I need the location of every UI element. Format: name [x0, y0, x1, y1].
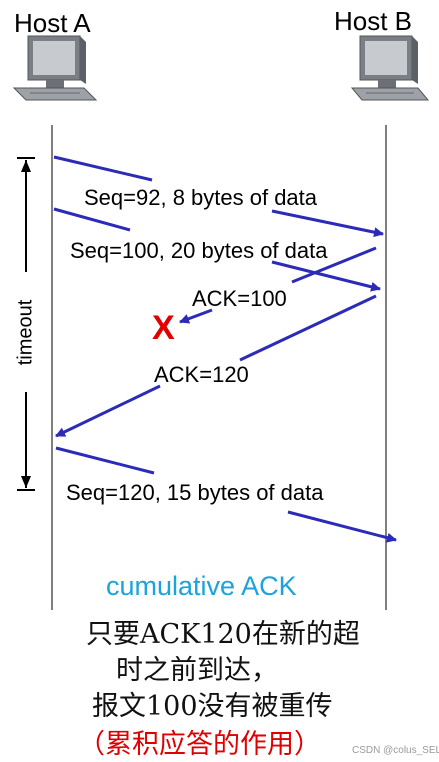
watermark: CSDN @colus_SEL: [352, 745, 439, 756]
host-a-computer-icon: [12, 35, 98, 101]
seq100-segment-arrow-end: [271, 260, 381, 292]
seq120-segment-arrow-start: [55, 446, 155, 475]
seq92-segment-arrow-start: [53, 155, 153, 182]
caption-line-2: 时之前到达，: [116, 655, 278, 686]
host-b-computer-icon: [350, 35, 430, 101]
seq120-label: Seq=120, 15 bytes of data: [66, 480, 324, 505]
caption-title: cumulative ACK: [106, 571, 297, 601]
seq100-label: Seq=100, 20 bytes of data: [70, 238, 328, 263]
ack100-arrow: [291, 246, 377, 284]
packet-lost-x-icon: X: [152, 309, 175, 347]
timeout-bracket: [17, 157, 35, 491]
ack120-label: ACK=120: [154, 362, 249, 387]
seq92-segment-arrow-end: [271, 209, 384, 238]
timeout-arrow-bottom-icon: [21, 476, 31, 488]
seq92-label: Seq=92, 8 bytes of data: [84, 185, 318, 210]
host-a-label: Host A: [14, 8, 91, 38]
timeout-label: timeout: [14, 299, 37, 366]
caption-line-1: 只要ACK120在新的超: [86, 619, 360, 650]
caption-line-3: 报文100没有被重传: [92, 691, 333, 722]
ack100-label: ACK=100: [192, 286, 287, 311]
seq120-segment-arrow-end: [287, 510, 397, 543]
seq100-segment-arrow-start: [53, 207, 131, 232]
ack120-arrow-end: [55, 384, 161, 438]
host-b-label: Host B: [334, 6, 413, 36]
caption-line-4: （累积应答的作用）: [78, 729, 321, 760]
ack100-arrow-end: [179, 308, 213, 324]
ack120-arrow-start: [239, 294, 377, 362]
timeout-arrow-top-icon: [21, 160, 31, 172]
